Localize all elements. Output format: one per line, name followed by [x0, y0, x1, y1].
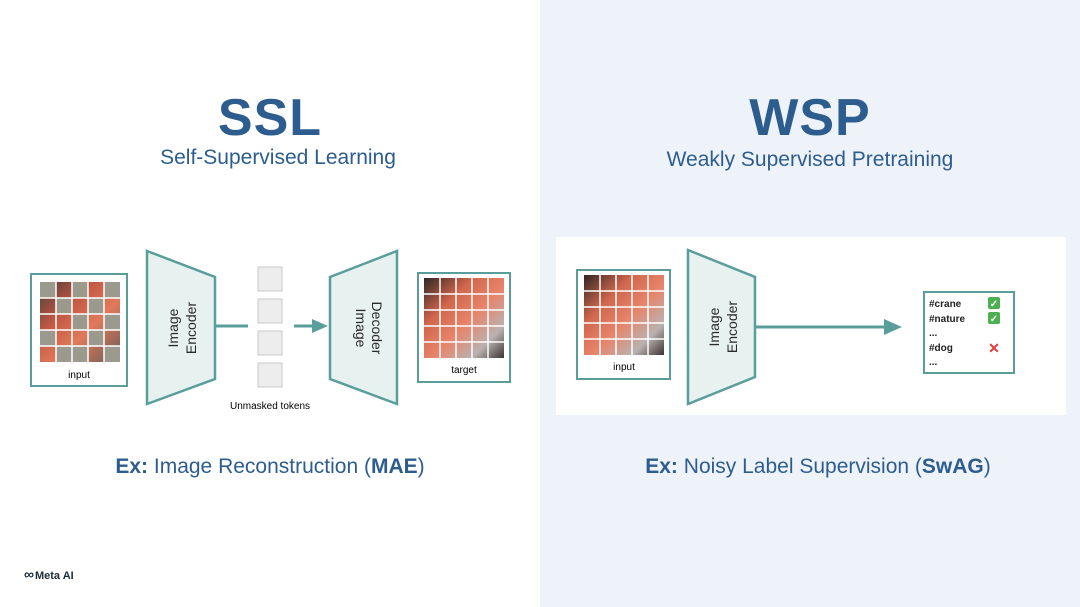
unmasked-tokens: Unmasked tokens: [230, 266, 310, 412]
unmasked-tokens-caption: Unmasked tokens: [230, 401, 310, 412]
wsp-encoder-label-2: Encoder: [724, 301, 740, 353]
cross-icon: ✕: [988, 340, 1000, 356]
wsp-label-list: #crane ✓ #nature ✓ ... #dog ✕ ...: [923, 291, 1015, 374]
check-mark-1: ✓: [990, 299, 998, 310]
ssl-example-prefix: Ex:: [115, 455, 149, 478]
ssl-encoder-label-2: Encoder: [183, 302, 199, 354]
wsp-example-method: SwAG: [921, 455, 984, 478]
logo-text: Meta AI: [34, 570, 74, 582]
wsp-example-text: Noisy Label Supervision (: [677, 455, 922, 478]
wsp-input-caption: input: [613, 362, 635, 373]
ssl-example-suffix: ): [417, 455, 425, 478]
check-mark-2: ✓: [990, 314, 998, 325]
wsp-example-suffix: ): [983, 455, 991, 478]
ssl-target-caption: target: [451, 365, 477, 376]
check-icon: [988, 297, 1000, 309]
ssl-target-image: target: [417, 272, 511, 383]
wsp-example: Ex: Noisy Label Supervision (SwAG): [548, 455, 1080, 479]
label-ellipsis-1: ...: [929, 328, 938, 339]
check-icon: [988, 312, 1000, 324]
labels-arrowhead: [884, 319, 902, 335]
ssl-input-image: input: [30, 273, 128, 387]
label-dog: #dog: [929, 343, 953, 354]
wsp-diagram: input Image Encoder #crane ✓ #nature ✓ .…: [576, 248, 1015, 406]
label-crane: #crane: [929, 299, 962, 310]
ssl-image-encoder: Image Encoder: [145, 249, 217, 406]
ssl-decoder-label-1: Image: [353, 309, 369, 348]
ssl-example-method: MAE: [370, 455, 418, 478]
ssl-input-caption: input: [68, 370, 90, 381]
label-nature: #nature: [929, 314, 966, 325]
wsp-title: WSP: [749, 89, 871, 147]
ssl-diagram: input Image Encoder Unmasked tokens Imag…: [30, 249, 511, 412]
ssl-decoder-label-2: Decoder: [369, 302, 385, 355]
wsp-input-image: input: [576, 269, 671, 380]
label-ellipsis-2: ...: [929, 357, 938, 368]
wsp-subtitle: Weakly Supervised Pretraining: [666, 148, 954, 171]
meta-ai-logo: ∞Meta AI: [24, 566, 74, 582]
wsp-image-encoder: Image Encoder: [686, 248, 757, 406]
ssl-example-text: Image Reconstruction (: [148, 455, 371, 478]
ssl-image-decoder: Image Decoder: [328, 249, 399, 406]
ssl-encoder-label-1: Image: [165, 308, 181, 347]
ssl-example: Ex: Image Reconstruction (MAE): [0, 455, 540, 479]
wsp-example-prefix: Ex:: [645, 455, 678, 478]
ssl-title: SSL: [217, 89, 323, 147]
decoder-arrowhead: [312, 319, 328, 333]
meta-infinity-icon: ∞: [24, 566, 34, 582]
ssl-subtitle: Self-Supervised Learning: [160, 146, 396, 169]
wsp-encoder-label-1: Image: [706, 307, 722, 346]
